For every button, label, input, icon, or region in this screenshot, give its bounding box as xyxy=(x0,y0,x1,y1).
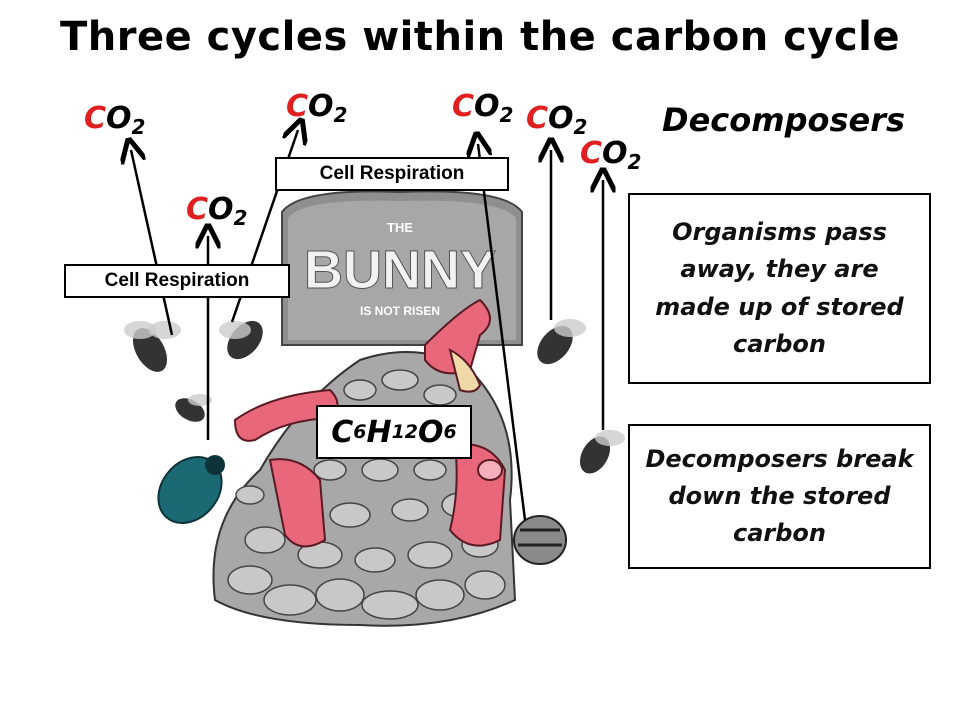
co2-arrows xyxy=(131,130,603,521)
tombstone-text-bunny: BUNNY xyxy=(304,240,496,300)
organisms-info-box: Organisms pass away, they are made up of… xyxy=(628,193,931,384)
tombstone-text-the: THE xyxy=(387,220,413,235)
co2-label-4: CO2 xyxy=(526,101,588,139)
co2-label-2: CO2 xyxy=(286,89,348,127)
co2-label-3: CO2 xyxy=(452,89,514,127)
dung-beetle-icon xyxy=(157,455,225,524)
cell-respiration-box-left: Cell Respiration xyxy=(64,264,290,298)
tombstone: THE BUNNY IS NOT RISEN xyxy=(281,190,523,346)
slide-title: Three cycles within the carbon cycle xyxy=(59,14,901,60)
bunny-remains xyxy=(233,298,507,548)
fly-icon-2 xyxy=(175,394,212,422)
cell-respiration-box-top: Cell Respiration xyxy=(275,157,509,191)
fly-icon-3 xyxy=(219,320,263,360)
co2-label-5: CO2 xyxy=(580,136,642,174)
fly-icon-1 xyxy=(124,321,181,372)
fly-icon-4 xyxy=(537,319,586,365)
decomposers-info-box: Decomposers break down the stored carbon xyxy=(628,424,931,569)
tombstone-text-not-risen: IS NOT RISEN xyxy=(360,304,440,318)
decomposers-heading: Decomposers xyxy=(662,101,906,139)
carpet-beetle-icon xyxy=(513,515,567,565)
fly-icon-5 xyxy=(579,430,625,474)
co2-label-6: CO2 xyxy=(186,192,248,230)
co2-label-1: CO2 xyxy=(84,101,146,139)
